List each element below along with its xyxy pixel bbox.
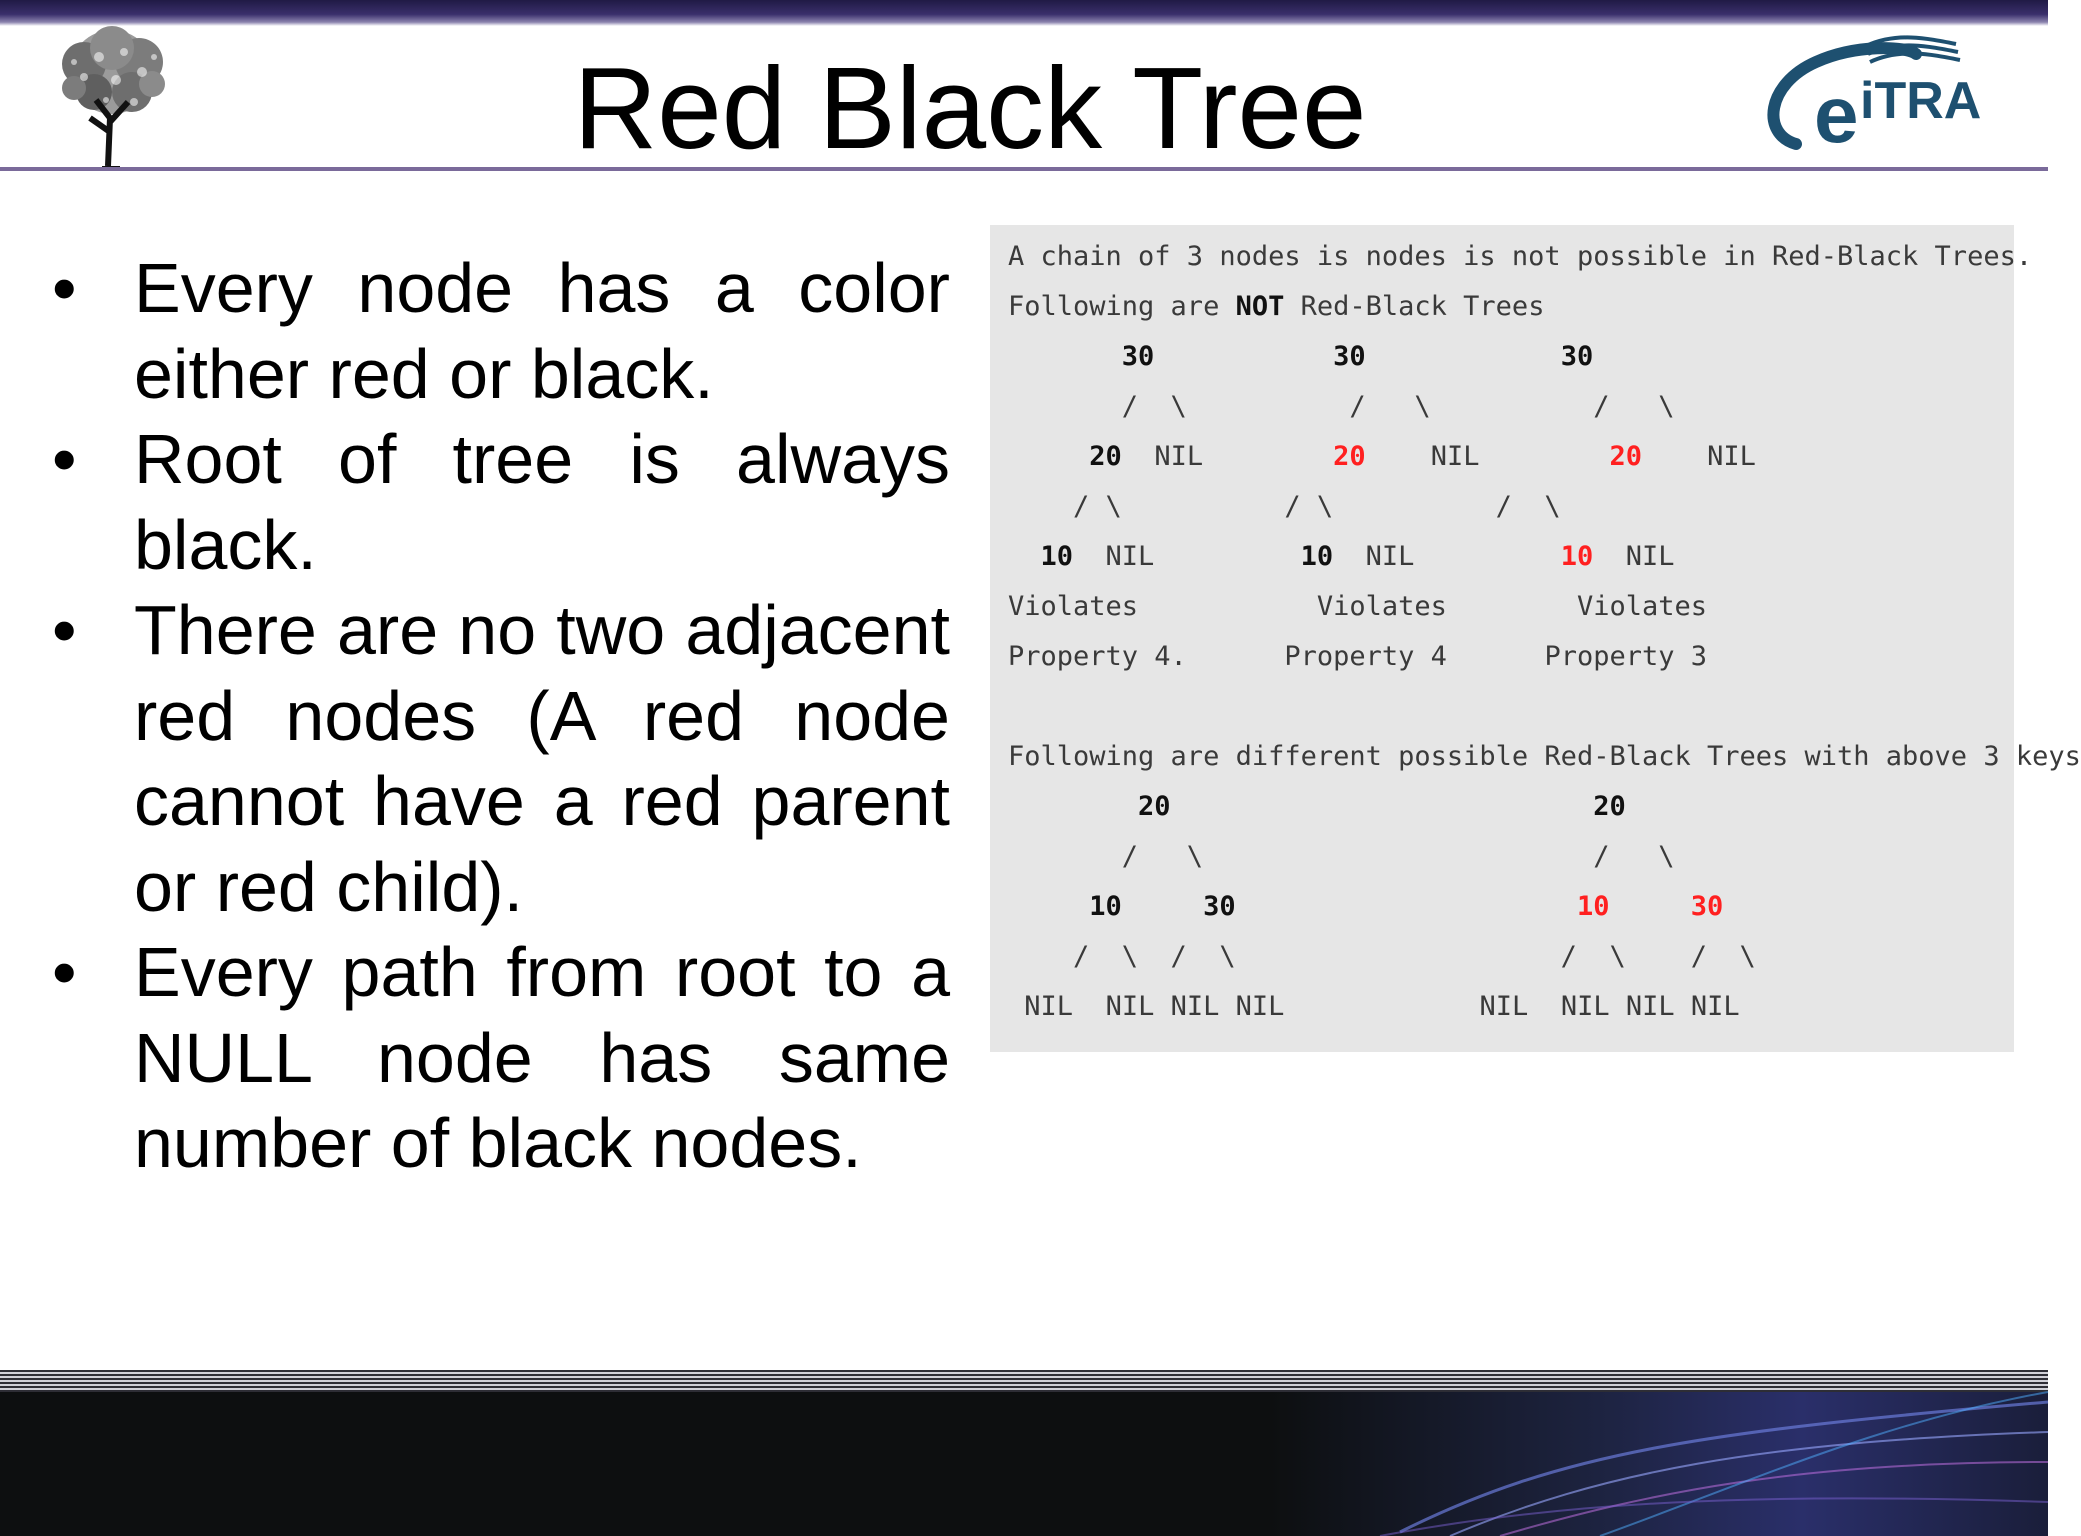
svg-text:e: e: [1814, 70, 1859, 159]
bullet-text: Every path from root to a NULL node has …: [134, 933, 950, 1182]
svg-text:iTRA: iTRA: [1860, 72, 1981, 130]
title-divider: [0, 167, 2048, 171]
bullet-marker: •: [52, 249, 77, 327]
code-line-violates: Violates Violates Violates: [1008, 591, 1707, 622]
code-example-panel: A chain of 3 nodes is nodes is not possi…: [990, 225, 2081, 1052]
code-line-edges: / \ / \ / \: [1008, 491, 1561, 522]
footer-band: [0, 1391, 2049, 1536]
bullet-marker: •: [52, 420, 77, 498]
code-line-edges: / \ / \ / \: [1008, 391, 1675, 422]
bullet-text: There are no two adjacent red nodes (A r…: [134, 591, 950, 926]
bullet-text: Root of tree is always black.: [134, 420, 950, 584]
code-line-level-3: 10 NIL 10 NIL 10 NIL: [1040, 541, 1675, 572]
code-line-not-rb: Following are NOT Red-Black Trees: [1008, 291, 1545, 322]
slide-title: Red Black Tree: [573, 43, 1367, 173]
bullet-marker: •: [52, 591, 77, 669]
code-line-level-2: 20 NIL 20 NIL 20 NIL: [1089, 441, 1756, 472]
code-line-property: Property 4. Property 4 Property 3: [1008, 641, 1708, 672]
code-line-roots: 20 20: [1138, 791, 1626, 822]
footer-divider: [0, 1370, 2048, 1392]
bullet-text: Every node has a color either red or bla…: [134, 249, 950, 413]
bullet-list: • Every node has a color either red or b…: [50, 246, 950, 1187]
header-band: [0, 0, 2048, 26]
bullet-item: • Every node has a color either red or b…: [50, 246, 950, 417]
eitra-logo-icon: e iTRA: [1767, 35, 1981, 159]
code-line-edges: / \ / \ / \ / \: [1008, 941, 1756, 972]
bullet-marker: •: [52, 933, 77, 1011]
code-line-roots: 30 30 30: [1121, 341, 1594, 372]
code-line-possible: Following are different possible Red-Bla…: [1008, 741, 2081, 772]
tree-logo-icon: [62, 26, 165, 170]
code-line-level-2: 10 30 10 30: [1089, 891, 1724, 922]
code-line-intro: A chain of 3 nodes is nodes is not possi…: [1008, 241, 2033, 272]
code-line-edges: / \ / \: [1008, 841, 1675, 872]
bullet-item: • There are no two adjacent red nodes (A…: [50, 588, 950, 930]
decorative-waves-icon: [1379, 1391, 2049, 1536]
bullet-item: • Root of tree is always black.: [50, 417, 950, 588]
code-line-leaves: NIL NIL NIL NIL NIL NIL NIL NIL: [1024, 991, 1740, 1022]
bullet-item: • Every path from root to a NULL node ha…: [50, 930, 950, 1187]
